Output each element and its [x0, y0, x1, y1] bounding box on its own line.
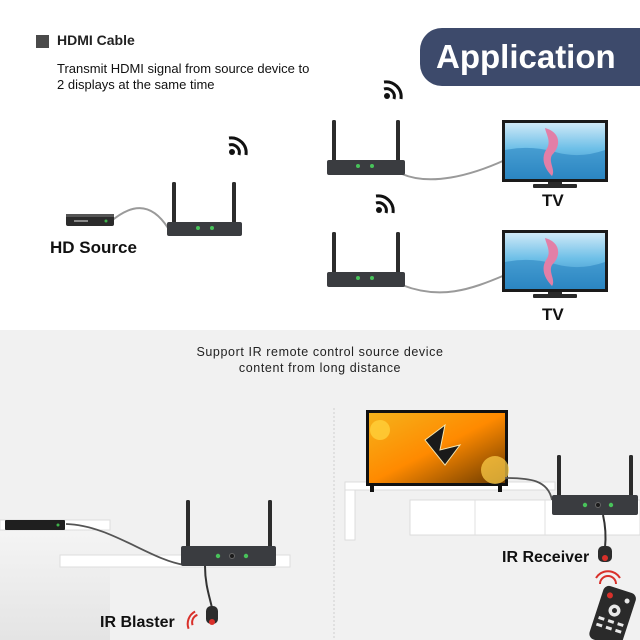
ir-receiver-label: IR Receiver: [502, 549, 590, 566]
tv-label-2: TV: [542, 305, 564, 324]
transmitter-device: [167, 182, 242, 236]
description-line-2: 2 displays at the same time: [57, 77, 215, 92]
hd-source-device: [66, 214, 114, 226]
application-badge: Application: [420, 28, 640, 86]
receiver-device-2: [327, 232, 405, 287]
right-scene: [344, 410, 640, 549]
application-badge-label: Application: [436, 38, 616, 75]
hdmi-cable-tv1: [401, 159, 506, 181]
remote-control-icon: [589, 570, 636, 640]
ir-receiver-icon: [598, 546, 612, 562]
description-line-1: Transmit HDMI signal from source device …: [57, 61, 310, 76]
legend-title: HDMI Cable: [57, 32, 135, 48]
legend-square-icon: [36, 35, 49, 48]
tv-display-1: [502, 120, 608, 188]
hdmi-cable-source-loop: [240, 170, 330, 228]
hdmi-cable-tv2: [401, 274, 506, 294]
wireless-icon: [228, 136, 248, 156]
left-scene: [0, 500, 291, 640]
support-text-line-2: content from long distance: [238, 361, 402, 375]
ir-blaster-icon: [186, 606, 218, 630]
tv-label-1: TV: [542, 191, 564, 210]
wireless-icon: [383, 80, 403, 100]
tv-display-2: [502, 230, 608, 298]
support-text-line-1: Support IR remote control source device: [196, 345, 444, 359]
hdmi-cable-source: [109, 207, 169, 229]
ir-blaster-label: IR Blaster: [100, 614, 175, 631]
receiver-device-1: [327, 120, 405, 175]
hd-source-label: HD Source: [50, 238, 137, 257]
wireless-icon: [375, 194, 395, 214]
